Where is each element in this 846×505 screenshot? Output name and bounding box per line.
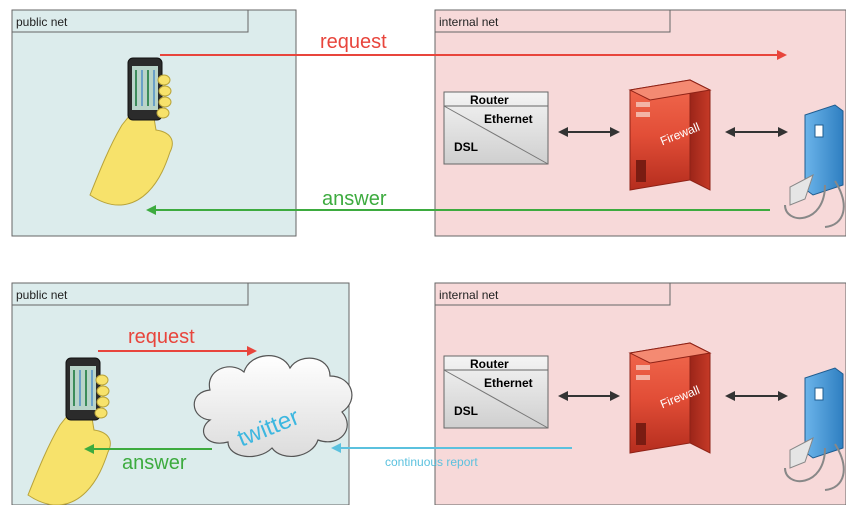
top-public-net-title: public net [16, 15, 68, 29]
twitter-cloud-icon [193, 355, 353, 458]
bottom-ethernet-label: Ethernet [484, 376, 533, 390]
top-request-label: request [320, 31, 387, 53]
bottom-internal-net-title: internal net [439, 288, 499, 302]
bottom-dsl-label: DSL [454, 404, 478, 418]
top-dsl-label: DSL [454, 140, 478, 154]
bottom-request-label: request [128, 326, 195, 348]
top-public-net-tab [11, 9, 249, 33]
bottom-router-label: Router [470, 357, 509, 371]
bottom-internal-net-tab [434, 282, 671, 306]
bottom-public-net-tab [11, 282, 249, 306]
continuous-report-label: continuous report [385, 455, 478, 469]
top-diagram: public net internal net request answer R… [11, 9, 846, 237]
bottom-answer-label: answer [122, 452, 187, 474]
top-internal-net-tab [434, 9, 671, 33]
bottom-public-net-title: public net [16, 288, 68, 302]
top-ethernet-label: Ethernet [484, 112, 533, 126]
top-internal-net-title: internal net [439, 15, 499, 29]
bottom-router-box: Router Ethernet DSL [443, 355, 549, 429]
top-router-box: Router Ethernet DSL [443, 91, 549, 165]
top-answer-label: answer [322, 188, 387, 210]
bottom-diagram: public net internal net request answer t… [11, 282, 846, 505]
top-router-label: Router [470, 93, 509, 107]
